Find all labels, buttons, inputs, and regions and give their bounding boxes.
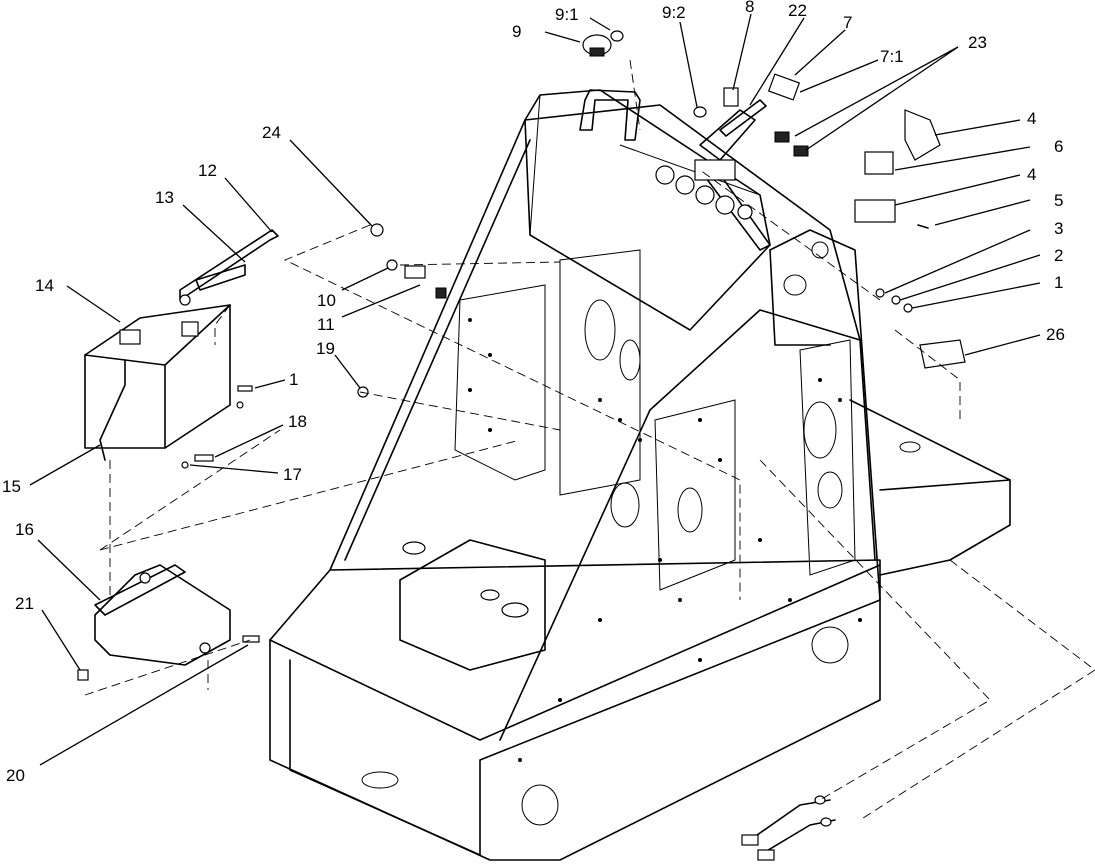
callout-16: 16 [15, 520, 34, 539]
hardware [77, 30, 966, 861]
callout-9-1: 9:1 [555, 5, 579, 24]
callout-3: 3 [1054, 219, 1063, 238]
callout-24: 24 [262, 123, 281, 142]
battery-tray [94, 564, 231, 666]
hold-down-bar [179, 229, 279, 306]
callout-5: 5 [1054, 191, 1063, 210]
callout-15: 15 [2, 477, 21, 496]
main-frame [269, 89, 1011, 861]
callout-21: 21 [15, 594, 34, 613]
callout-12: 12 [198, 161, 217, 180]
assembly-lines [84, 59, 1095, 821]
callout-2: 2 [1054, 246, 1063, 265]
callout-8: 8 [745, 0, 754, 16]
callout-9-2: 9:2 [662, 3, 686, 22]
callout-9: 9 [512, 22, 521, 41]
callout-13: 13 [155, 188, 174, 207]
callout-23: 23 [968, 33, 987, 52]
callout-1-left: 1 [289, 370, 298, 389]
callout-leaders [29, 13, 1041, 766]
callout-17: 17 [283, 465, 302, 484]
callout-4-top: 4 [1027, 109, 1036, 128]
callout-14: 14 [35, 276, 54, 295]
callout-7: 7 [843, 13, 852, 32]
callout-11: 11 [317, 315, 335, 334]
battery [84, 304, 231, 461]
callout-1-right: 1 [1054, 273, 1063, 292]
callout-20: 20 [6, 766, 25, 785]
callout-10: 10 [317, 291, 336, 310]
callout-4-bottom: 4 [1027, 165, 1036, 184]
callout-22: 22 [788, 1, 807, 20]
callout-6: 6 [1054, 137, 1063, 156]
callout-7-1: 7:1 [880, 47, 904, 66]
callout-labels: 9 9:1 9:2 8 22 7 7:1 23 4 6 4 5 3 2 1 26… [2, 0, 1065, 785]
panel-connectors [655, 159, 753, 220]
callout-19: 19 [316, 339, 335, 358]
callout-26: 26 [1046, 325, 1065, 344]
callout-18: 18 [288, 412, 307, 431]
